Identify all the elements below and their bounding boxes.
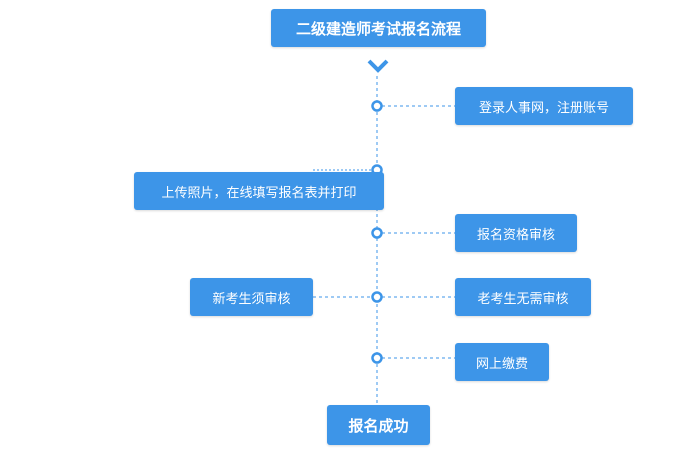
node-register [371,100,383,112]
node-review [371,227,383,239]
step-new-candidate: 新考生须审核 [190,278,313,316]
step-success: 报名成功 [327,405,430,445]
step-payment: 网上缴费 [455,343,549,381]
chevron-down-icon [367,59,389,73]
step-register: 登录人事网，注册账号 [455,87,633,125]
node-payment [371,352,383,364]
flow-title: 二级建造师考试报名流程 [271,9,486,47]
step-old-candidate: 老考生无需审核 [455,278,591,316]
step-upload: 上传照片，在线填写报名表并打印 [134,172,384,210]
node-candidates [371,291,383,303]
step-review: 报名资格审核 [455,214,577,252]
